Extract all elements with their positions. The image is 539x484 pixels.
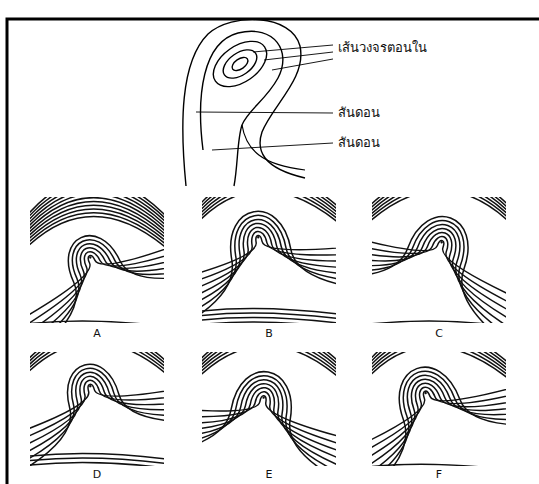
panel-letter: F (436, 468, 442, 481)
ridge-line (202, 352, 336, 374)
ridge-line (30, 352, 164, 466)
ridge-line (372, 197, 506, 323)
ridge-line (30, 200, 164, 323)
loop-core (372, 352, 506, 466)
ridge-line (202, 197, 336, 219)
ridge-line (372, 197, 506, 218)
ridge-line (30, 352, 164, 376)
fingerprint (372, 352, 506, 466)
ridge-line (30, 197, 164, 232)
panel-letter: C (435, 327, 443, 340)
fingerprint (202, 352, 336, 466)
ridge-line (30, 204, 164, 323)
ridge-line (372, 197, 506, 322)
ridge-line (372, 352, 506, 455)
ridge-line (372, 202, 506, 308)
ridge-line (202, 197, 336, 317)
ridge-line (30, 352, 164, 466)
ridge-line (202, 360, 336, 466)
ridge-line (202, 352, 336, 371)
ridge-line (30, 352, 164, 382)
ridge-line (202, 352, 336, 377)
fingerprint (30, 197, 164, 323)
fingerprint (30, 352, 164, 466)
ridge-line (202, 364, 336, 466)
ridge-line (202, 197, 336, 323)
panel-letter: E (266, 468, 273, 481)
fingerprint (202, 197, 336, 323)
loop-sketch (183, 19, 333, 186)
ridge-line (30, 352, 164, 458)
ridge-line (202, 376, 336, 450)
ridge-line (372, 352, 506, 378)
ridge-line (30, 197, 164, 226)
ridge-line (372, 197, 506, 323)
ridge-line (30, 352, 164, 370)
loop-core (372, 197, 506, 323)
ridge-line (30, 463, 164, 466)
ridge-line (30, 197, 164, 323)
label-text: เส้นวงจรตอนใน (338, 40, 427, 56)
ridge-line (372, 198, 506, 315)
loop-core (30, 352, 164, 466)
ridge-line (202, 368, 336, 465)
ridge-line (30, 321, 164, 323)
ridge-line (372, 197, 506, 221)
ridge-line (30, 357, 164, 436)
ridge-line (30, 352, 164, 451)
core-dot (262, 396, 265, 399)
label-text: สันดอน (338, 135, 380, 151)
core-dot (257, 236, 260, 239)
core-dot (424, 392, 427, 395)
loop-core (202, 356, 336, 466)
ridge-line (202, 352, 336, 383)
ridge-line (372, 464, 506, 466)
ridge-line (372, 321, 506, 323)
frame (7, 19, 539, 484)
fingerprint (372, 197, 506, 323)
core-dot (89, 385, 92, 388)
ridge-line (372, 352, 506, 466)
loop-core (30, 197, 164, 323)
ridge-line (202, 197, 336, 225)
ridge-line (30, 197, 164, 229)
core-dot (89, 256, 92, 259)
ridge-line (30, 197, 164, 235)
ridge-line (202, 197, 336, 216)
ridge-line (372, 197, 506, 227)
ridge-line (372, 352, 506, 466)
panel-letter: A (93, 327, 101, 340)
ridge-line (372, 352, 506, 372)
loop-core (202, 197, 336, 323)
ridge-line (30, 197, 164, 323)
ridge-line (372, 197, 506, 323)
ridge-line (202, 356, 336, 466)
ridge-line (202, 322, 336, 323)
ridge-line (372, 197, 506, 215)
ridge-line (30, 353, 164, 444)
panel-letter: B (265, 327, 273, 340)
ridge-line (372, 352, 506, 466)
label-text: สันดอน (338, 105, 380, 121)
ridge-line (30, 207, 164, 323)
ridge-line (372, 352, 506, 462)
ridge-line (372, 352, 506, 466)
panel-letter: D (93, 468, 101, 481)
core-dot (440, 241, 443, 244)
fingerprint-panels (0, 172, 539, 484)
